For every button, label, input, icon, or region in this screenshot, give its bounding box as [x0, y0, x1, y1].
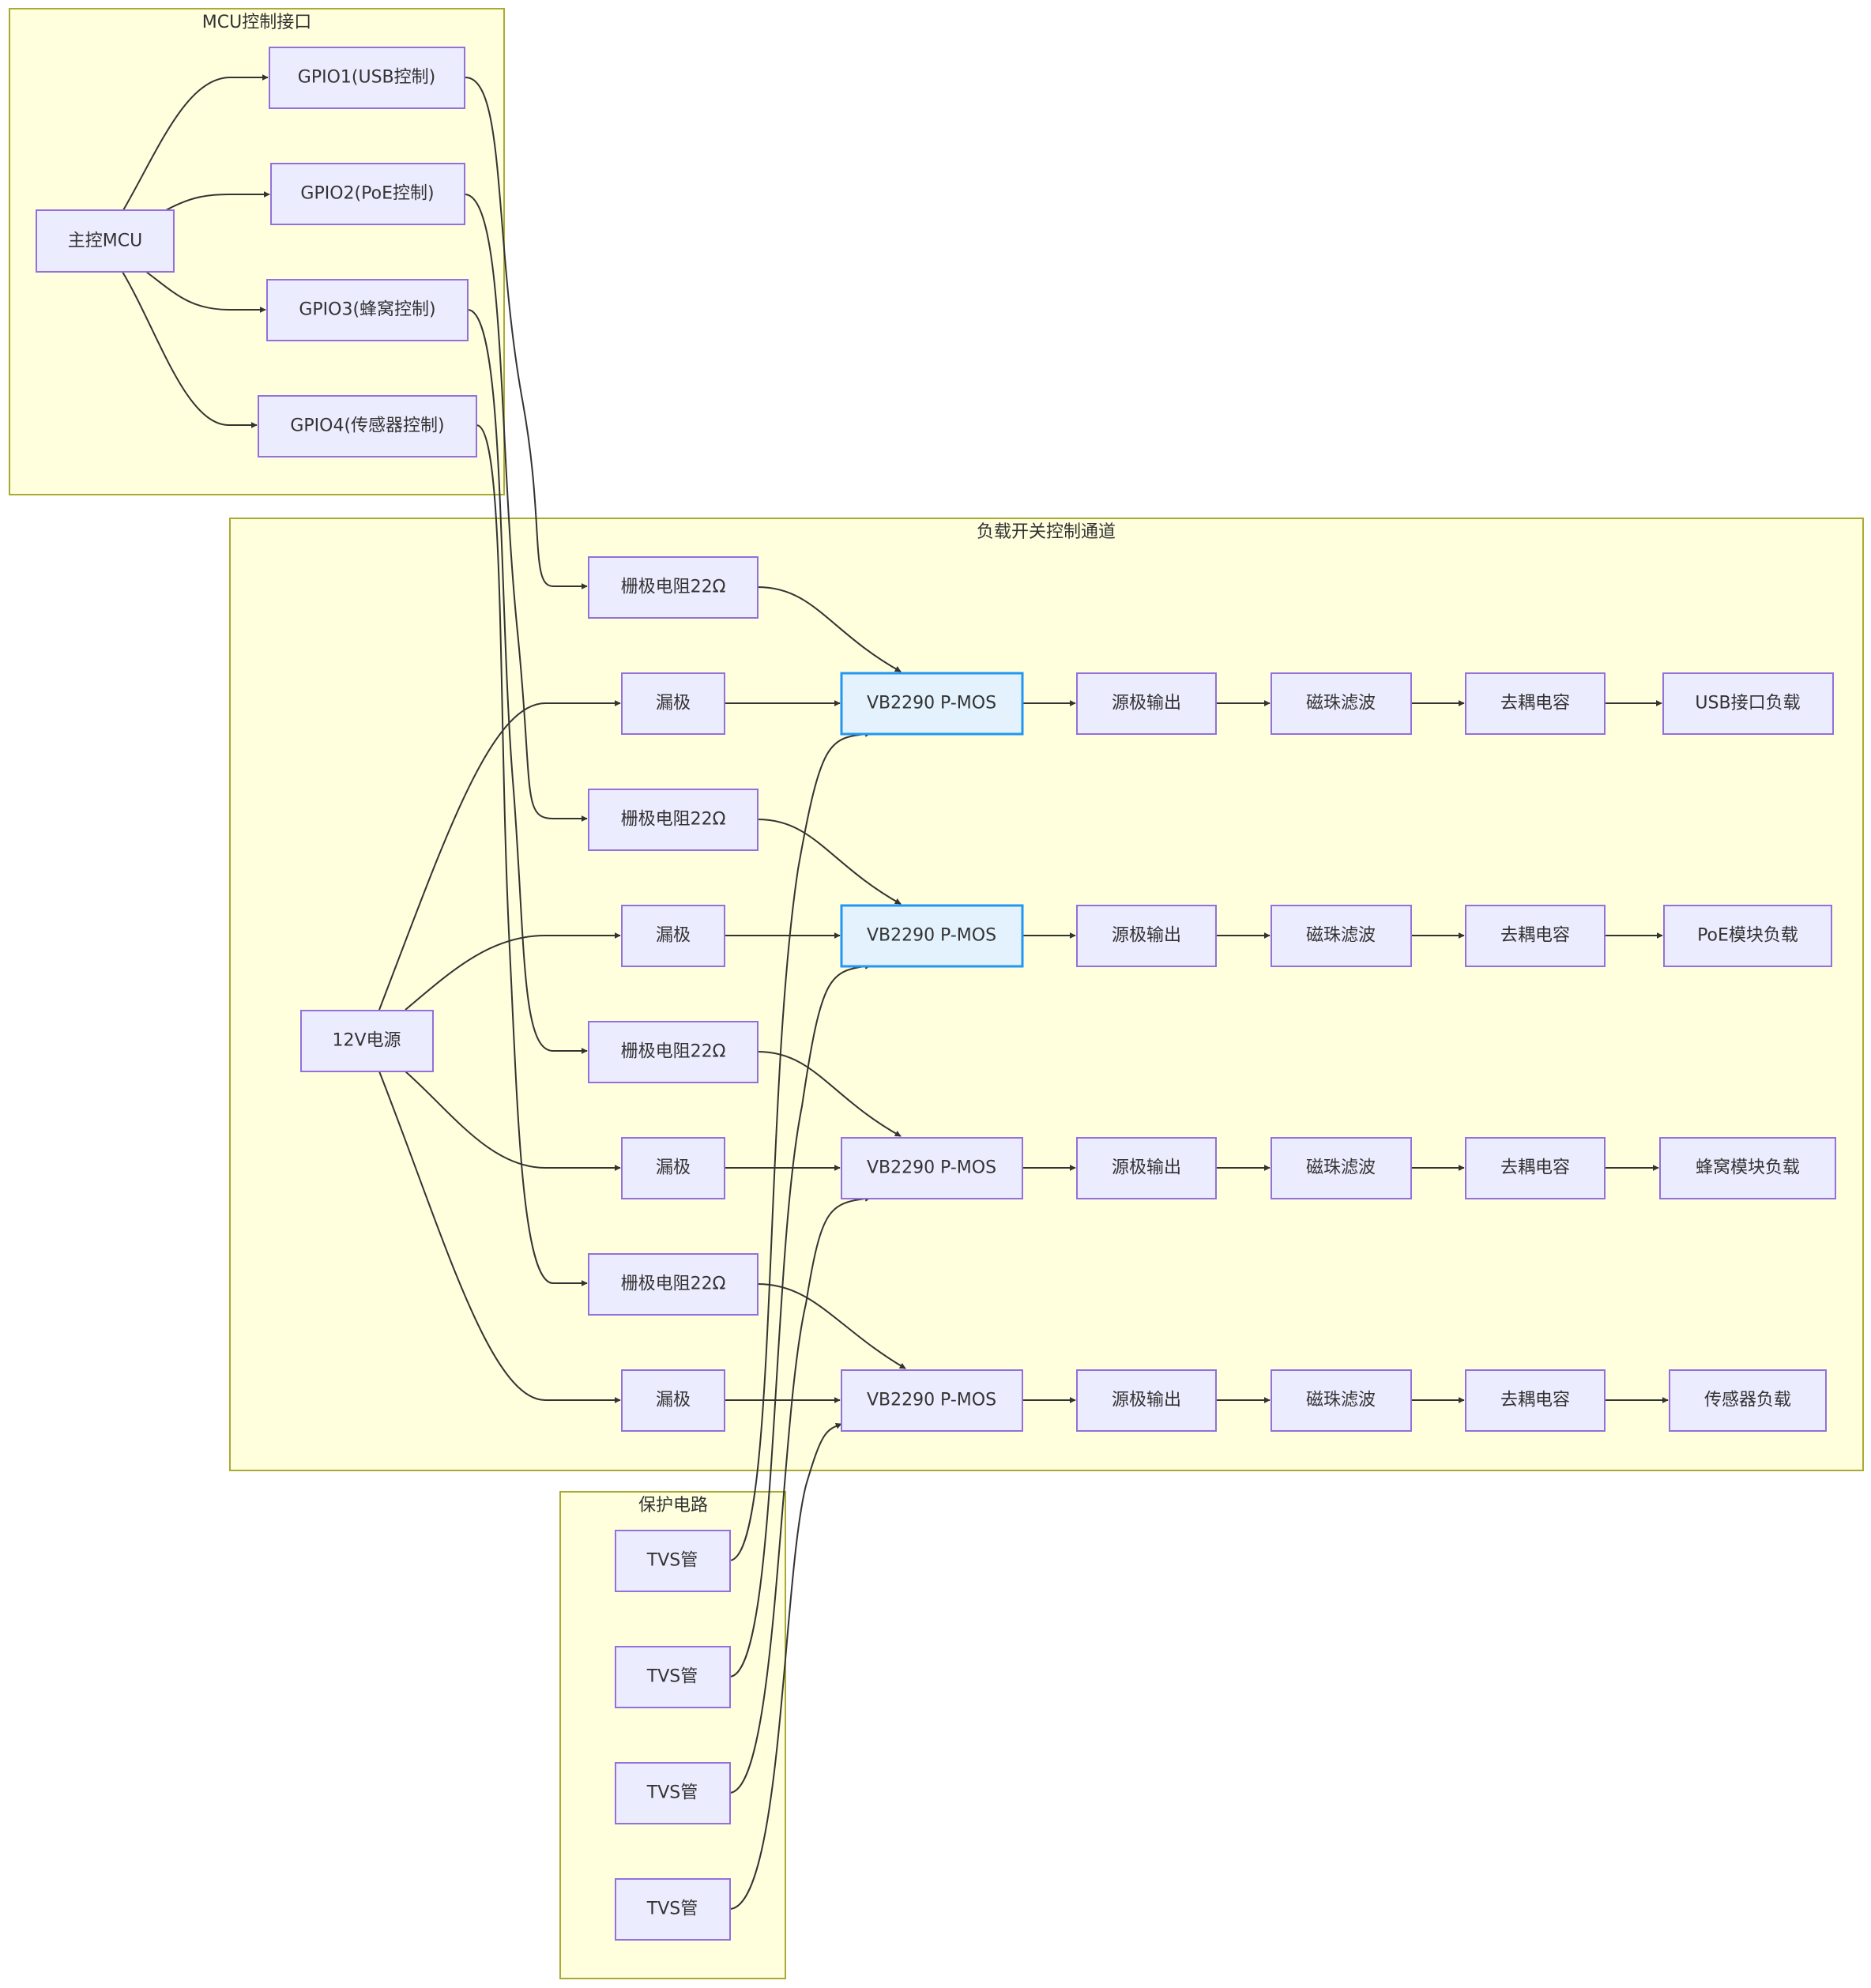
node-gpio2[interactable]: GPIO2(PoE控制) [270, 163, 465, 225]
node-mos-2[interactable]: VB2290 P-MOS [840, 904, 1024, 968]
node-mos-3[interactable]: VB2290 P-MOS [841, 1137, 1023, 1199]
node-tvs-2-label: TVS管 [646, 1667, 698, 1687]
node-load-sensor[interactable]: 传感器负载 [1669, 1369, 1827, 1432]
cluster-protection-title: 保护电路 [638, 1496, 708, 1515]
node-bead-1-label: 磁珠滤波 [1306, 694, 1376, 713]
node-decap-1-label: 去耦电容 [1500, 694, 1570, 713]
node-bead-4-label: 磁珠滤波 [1306, 1391, 1376, 1410]
node-drain-1[interactable]: 漏极 [621, 672, 725, 735]
node-source-out-1-label: 源极输出 [1112, 694, 1181, 713]
node-tvs-3[interactable]: TVS管 [615, 1762, 731, 1824]
node-load-usb-label: USB接口负载 [1695, 694, 1800, 713]
node-decap-4-label: 去耦电容 [1500, 1391, 1570, 1410]
node-load-poe-label: PoE模块负载 [1697, 926, 1798, 946]
node-bead-3[interactable]: 磁珠滤波 [1271, 1137, 1412, 1199]
node-gate-resistor-2-label: 栅极电阻22Ω [621, 810, 726, 830]
node-bead-4[interactable]: 磁珠滤波 [1271, 1369, 1412, 1432]
node-drain-3[interactable]: 漏极 [621, 1137, 725, 1199]
node-gpio3-label: GPIO3(蜂窝控制) [299, 300, 435, 320]
node-gate-resistor-2[interactable]: 栅极电阻22Ω [588, 789, 759, 851]
node-load-cellular[interactable]: 蜂窝模块负载 [1659, 1137, 1836, 1199]
node-load-usb[interactable]: USB接口负载 [1662, 672, 1834, 735]
cluster-load-switch: 负载开关控制通道 [229, 518, 1864, 1471]
node-load-sensor-label: 传感器负载 [1704, 1391, 1791, 1410]
node-gpio1[interactable]: GPIO1(USB控制) [269, 47, 465, 109]
node-drain-1-label: 漏极 [656, 694, 691, 713]
node-decap-3-label: 去耦电容 [1500, 1158, 1570, 1178]
node-tvs-1[interactable]: TVS管 [615, 1530, 731, 1592]
node-mos-1[interactable]: VB2290 P-MOS [840, 672, 1024, 736]
nodes: 主控MCU GPIO1(USB控制) GPIO2(PoE控制) GPIO3(蜂窝… [36, 47, 1836, 1941]
node-drain-2[interactable]: 漏极 [621, 905, 725, 967]
node-tvs-1-label: TVS管 [646, 1551, 698, 1571]
node-gate-resistor-4[interactable]: 栅极电阻22Ω [588, 1253, 759, 1316]
node-bead-2-label: 磁珠滤波 [1306, 926, 1376, 946]
node-bead-3-label: 磁珠滤波 [1306, 1158, 1376, 1178]
node-main-mcu[interactable]: 主控MCU [36, 209, 175, 273]
node-drain-2-label: 漏极 [656, 926, 691, 946]
node-source-out-4-label: 源极输出 [1112, 1391, 1181, 1410]
node-source-out-2[interactable]: 源极输出 [1076, 905, 1217, 967]
node-mos-2-label: VB2290 P-MOS [867, 926, 996, 946]
edges [122, 74, 1669, 1910]
node-gpio4-label: GPIO4(传感器控制) [290, 416, 444, 436]
node-bead-1[interactable]: 磁珠滤波 [1271, 672, 1412, 735]
node-gpio4[interactable]: GPIO4(传感器控制) [258, 395, 477, 457]
node-gate-resistor-1[interactable]: 栅极电阻22Ω [588, 556, 759, 619]
node-source-out-3[interactable]: 源极输出 [1076, 1137, 1217, 1199]
node-drain-4-label: 漏极 [656, 1391, 691, 1410]
node-load-poe[interactable]: PoE模块负载 [1663, 905, 1832, 967]
node-12v-power[interactable]: 12V电源 [300, 1010, 434, 1072]
node-load-cellular-label: 蜂窝模块负载 [1696, 1158, 1800, 1178]
node-bead-2[interactable]: 磁珠滤波 [1271, 905, 1412, 967]
node-mos-1-label: VB2290 P-MOS [867, 694, 996, 713]
node-source-out-4[interactable]: 源极输出 [1076, 1369, 1217, 1432]
node-gate-resistor-3[interactable]: 栅极电阻22Ω [588, 1021, 759, 1083]
node-drain-3-label: 漏极 [656, 1158, 691, 1178]
node-gate-resistor-4-label: 栅极电阻22Ω [621, 1275, 726, 1294]
node-mos-3-label: VB2290 P-MOS [867, 1158, 996, 1178]
node-gate-resistor-3-label: 栅极电阻22Ω [621, 1042, 726, 1062]
node-12v-power-label: 12V电源 [332, 1031, 401, 1051]
node-tvs-4-label: TVS管 [646, 1900, 698, 1919]
node-decap-1[interactable]: 去耦电容 [1465, 672, 1606, 735]
node-decap-2-label: 去耦电容 [1500, 926, 1570, 946]
node-mos-4-label: VB2290 P-MOS [867, 1391, 996, 1410]
node-source-out-1[interactable]: 源极输出 [1076, 672, 1217, 735]
node-decap-2[interactable]: 去耦电容 [1465, 905, 1606, 967]
node-source-out-3-label: 源极输出 [1112, 1158, 1181, 1178]
node-decap-3[interactable]: 去耦电容 [1465, 1137, 1606, 1199]
node-tvs-4[interactable]: TVS管 [615, 1878, 731, 1941]
node-gate-resistor-1-label: 栅极电阻22Ω [621, 578, 726, 597]
node-source-out-2-label: 源极输出 [1112, 926, 1181, 946]
node-mos-4[interactable]: VB2290 P-MOS [841, 1369, 1023, 1432]
node-gpio2-label: GPIO2(PoE控制) [300, 184, 434, 204]
node-gpio1-label: GPIO1(USB控制) [298, 68, 435, 88]
node-decap-4[interactable]: 去耦电容 [1465, 1369, 1606, 1432]
node-main-mcu-label: 主控MCU [68, 232, 142, 251]
node-tvs-3-label: TVS管 [646, 1783, 698, 1803]
node-tvs-2[interactable]: TVS管 [615, 1646, 731, 1708]
cluster-mcu-title: MCU控制接口 [202, 13, 311, 32]
node-gpio3[interactable]: GPIO3(蜂窝控制) [266, 279, 469, 341]
node-drain-4[interactable]: 漏极 [621, 1369, 725, 1432]
cluster-load-title: 负载开关控制通道 [977, 522, 1116, 542]
